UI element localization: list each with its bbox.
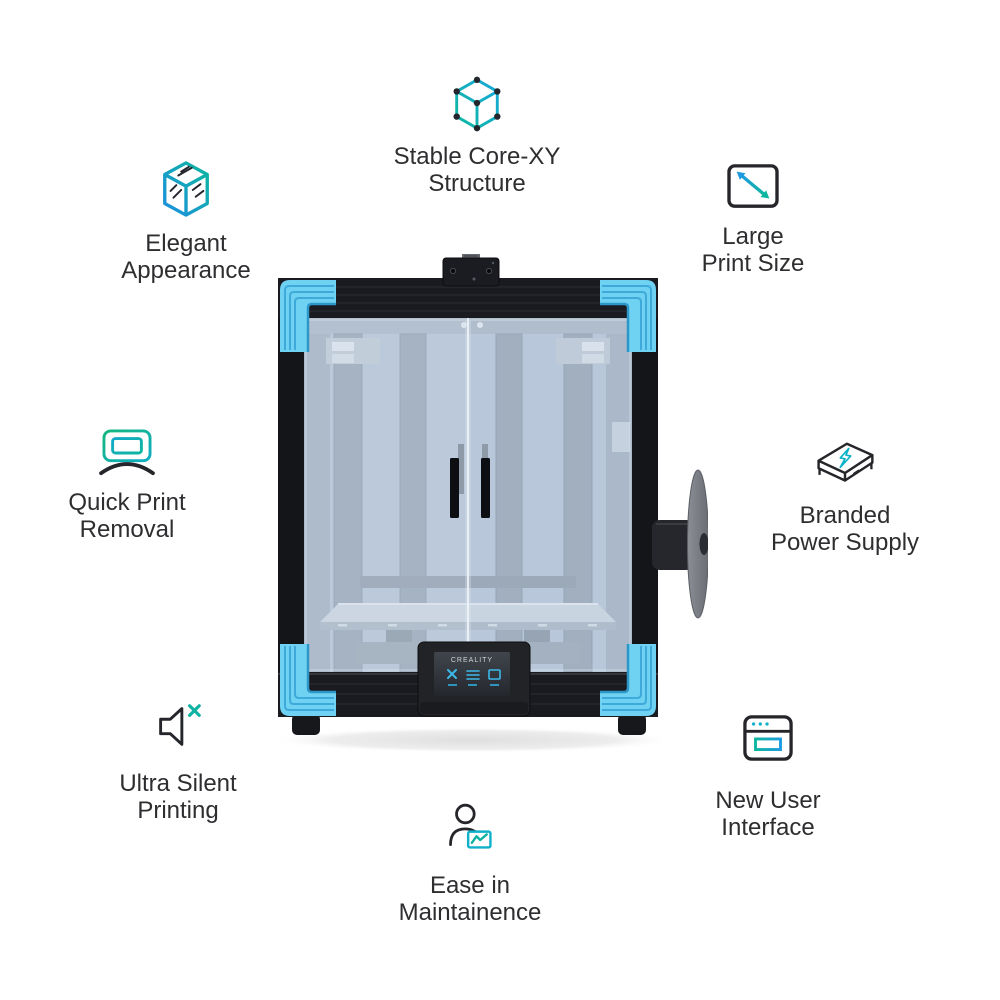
feature-elegant-appearance: Elegant Appearance <box>86 158 286 284</box>
flex-arc <box>99 462 155 476</box>
mute-cross <box>188 704 201 717</box>
feature-label-line2: Structure <box>428 170 526 197</box>
arrow-head-br <box>760 190 770 199</box>
brand-logo: CREALITY <box>451 657 493 664</box>
feature-label-line1: Ease in <box>429 872 511 899</box>
feature-label-line2: Printing <box>137 797 219 824</box>
feature-label: Ultra Silent Printing <box>119 770 236 824</box>
spool-cap <box>699 533 709 555</box>
corner-bracket-top-right <box>600 280 656 352</box>
feature-label-line1: New User <box>715 787 821 814</box>
window-content-box <box>754 737 782 751</box>
corner-brackets <box>280 280 656 716</box>
screen-icon-menu <box>466 670 480 680</box>
cube-outline <box>163 161 209 217</box>
filament-spool <box>652 469 709 619</box>
door-handle-left <box>450 458 459 518</box>
psu-box <box>817 442 874 482</box>
feature-label-line1: Ultra Silent <box>119 770 237 797</box>
screen-icons <box>447 669 501 680</box>
chart-zigzag <box>470 833 488 844</box>
corner-bracket-bottom-right <box>600 644 656 716</box>
feature-label-line1: Elegant <box>145 230 227 257</box>
top-extrusion-lines <box>280 286 656 312</box>
side-latch <box>612 422 630 452</box>
screen-icon-captions <box>448 684 499 686</box>
frame-box <box>727 164 779 208</box>
touchscreen: CREALITY <box>417 641 531 717</box>
corner-bracket-bottom-left <box>280 644 336 716</box>
feature-label-line2: Power Supply <box>770 529 920 556</box>
feature-large-print-size: Large Print Size <box>653 163 853 277</box>
plate-outer <box>102 429 152 463</box>
handle-mount-left <box>458 444 464 494</box>
titlebar-dots <box>751 722 769 726</box>
feature-label: New User Interface <box>715 787 820 841</box>
door-left <box>305 319 467 671</box>
corner-bracket-top-left <box>280 280 336 352</box>
lightning-bolt <box>839 447 852 469</box>
top-brackets <box>326 338 610 364</box>
screen-icon-status <box>488 669 501 680</box>
cube-edges <box>455 78 499 130</box>
printer-svg: CREALITY <box>268 254 709 753</box>
feature-branded-power-supply: Branded Power Supply <box>737 437 953 556</box>
top-motor-module <box>442 254 500 287</box>
plate-inner <box>111 437 143 455</box>
feature-label: Branded Power Supply <box>771 502 919 556</box>
diagonal-arrow-icon <box>727 164 779 208</box>
feature-label-line2: Maintainence <box>398 899 542 926</box>
feature-label-line1: Quick Print <box>68 489 186 516</box>
person-head <box>455 803 476 825</box>
printer-feet <box>292 714 646 735</box>
flex-plate-icon <box>99 429 155 476</box>
door-handle-right <box>481 458 490 518</box>
feature-quick-print-removal: Quick Print Removal <box>27 429 227 543</box>
door-screw-right <box>477 322 483 328</box>
door-right <box>469 319 631 671</box>
shine-hatches <box>169 165 205 199</box>
feature-label-line1: Large <box>722 223 784 250</box>
arrow-shaft <box>740 174 766 196</box>
feature-label: Large Print Size <box>702 223 805 277</box>
person-chart-icon <box>449 803 492 849</box>
wireframe-cube-icon <box>453 76 501 132</box>
feature-new-user-interface: New User Interface <box>668 713 868 841</box>
feature-label-line2: Print Size <box>701 250 805 277</box>
floor-shadow <box>268 727 678 753</box>
speaker-mute-icon <box>159 704 201 746</box>
printer-image: CREALITY <box>268 246 709 758</box>
feature-label: Stable Core-XY Structure <box>394 143 561 197</box>
front-doors <box>304 318 632 672</box>
feature-label-line1: Stable Core-XY <box>393 143 561 170</box>
shiny-cube-icon <box>163 161 209 217</box>
feature-label-line2: Removal <box>79 516 175 543</box>
feature-label-line2: Interface <box>721 814 815 841</box>
power-supply-icon <box>817 442 874 482</box>
feature-label: Ease in Maintainence <box>399 872 542 926</box>
feature-label: Elegant Appearance <box>121 230 250 284</box>
feature-ease-maintenance: Ease in Maintainence <box>370 800 570 926</box>
cube-vertices <box>453 76 501 132</box>
touchscreen-stand <box>420 702 528 714</box>
feature-label: Quick Print Removal <box>68 489 185 543</box>
door-split-line <box>467 318 469 672</box>
arrow-head-tl <box>736 171 746 180</box>
feature-ultra-silent: Ultra Silent Printing <box>78 698 278 824</box>
window-frame <box>743 715 793 761</box>
feature-label-line2: Appearance <box>121 257 251 284</box>
screen-icon-tools <box>447 669 457 679</box>
feature-label-line1: Branded <box>799 502 891 529</box>
feature-stable-corexy: Stable Core-XY Structure <box>347 73 607 197</box>
speaker-body <box>159 707 184 746</box>
spool-hub <box>652 520 694 570</box>
window-ui-icon <box>743 715 793 761</box>
